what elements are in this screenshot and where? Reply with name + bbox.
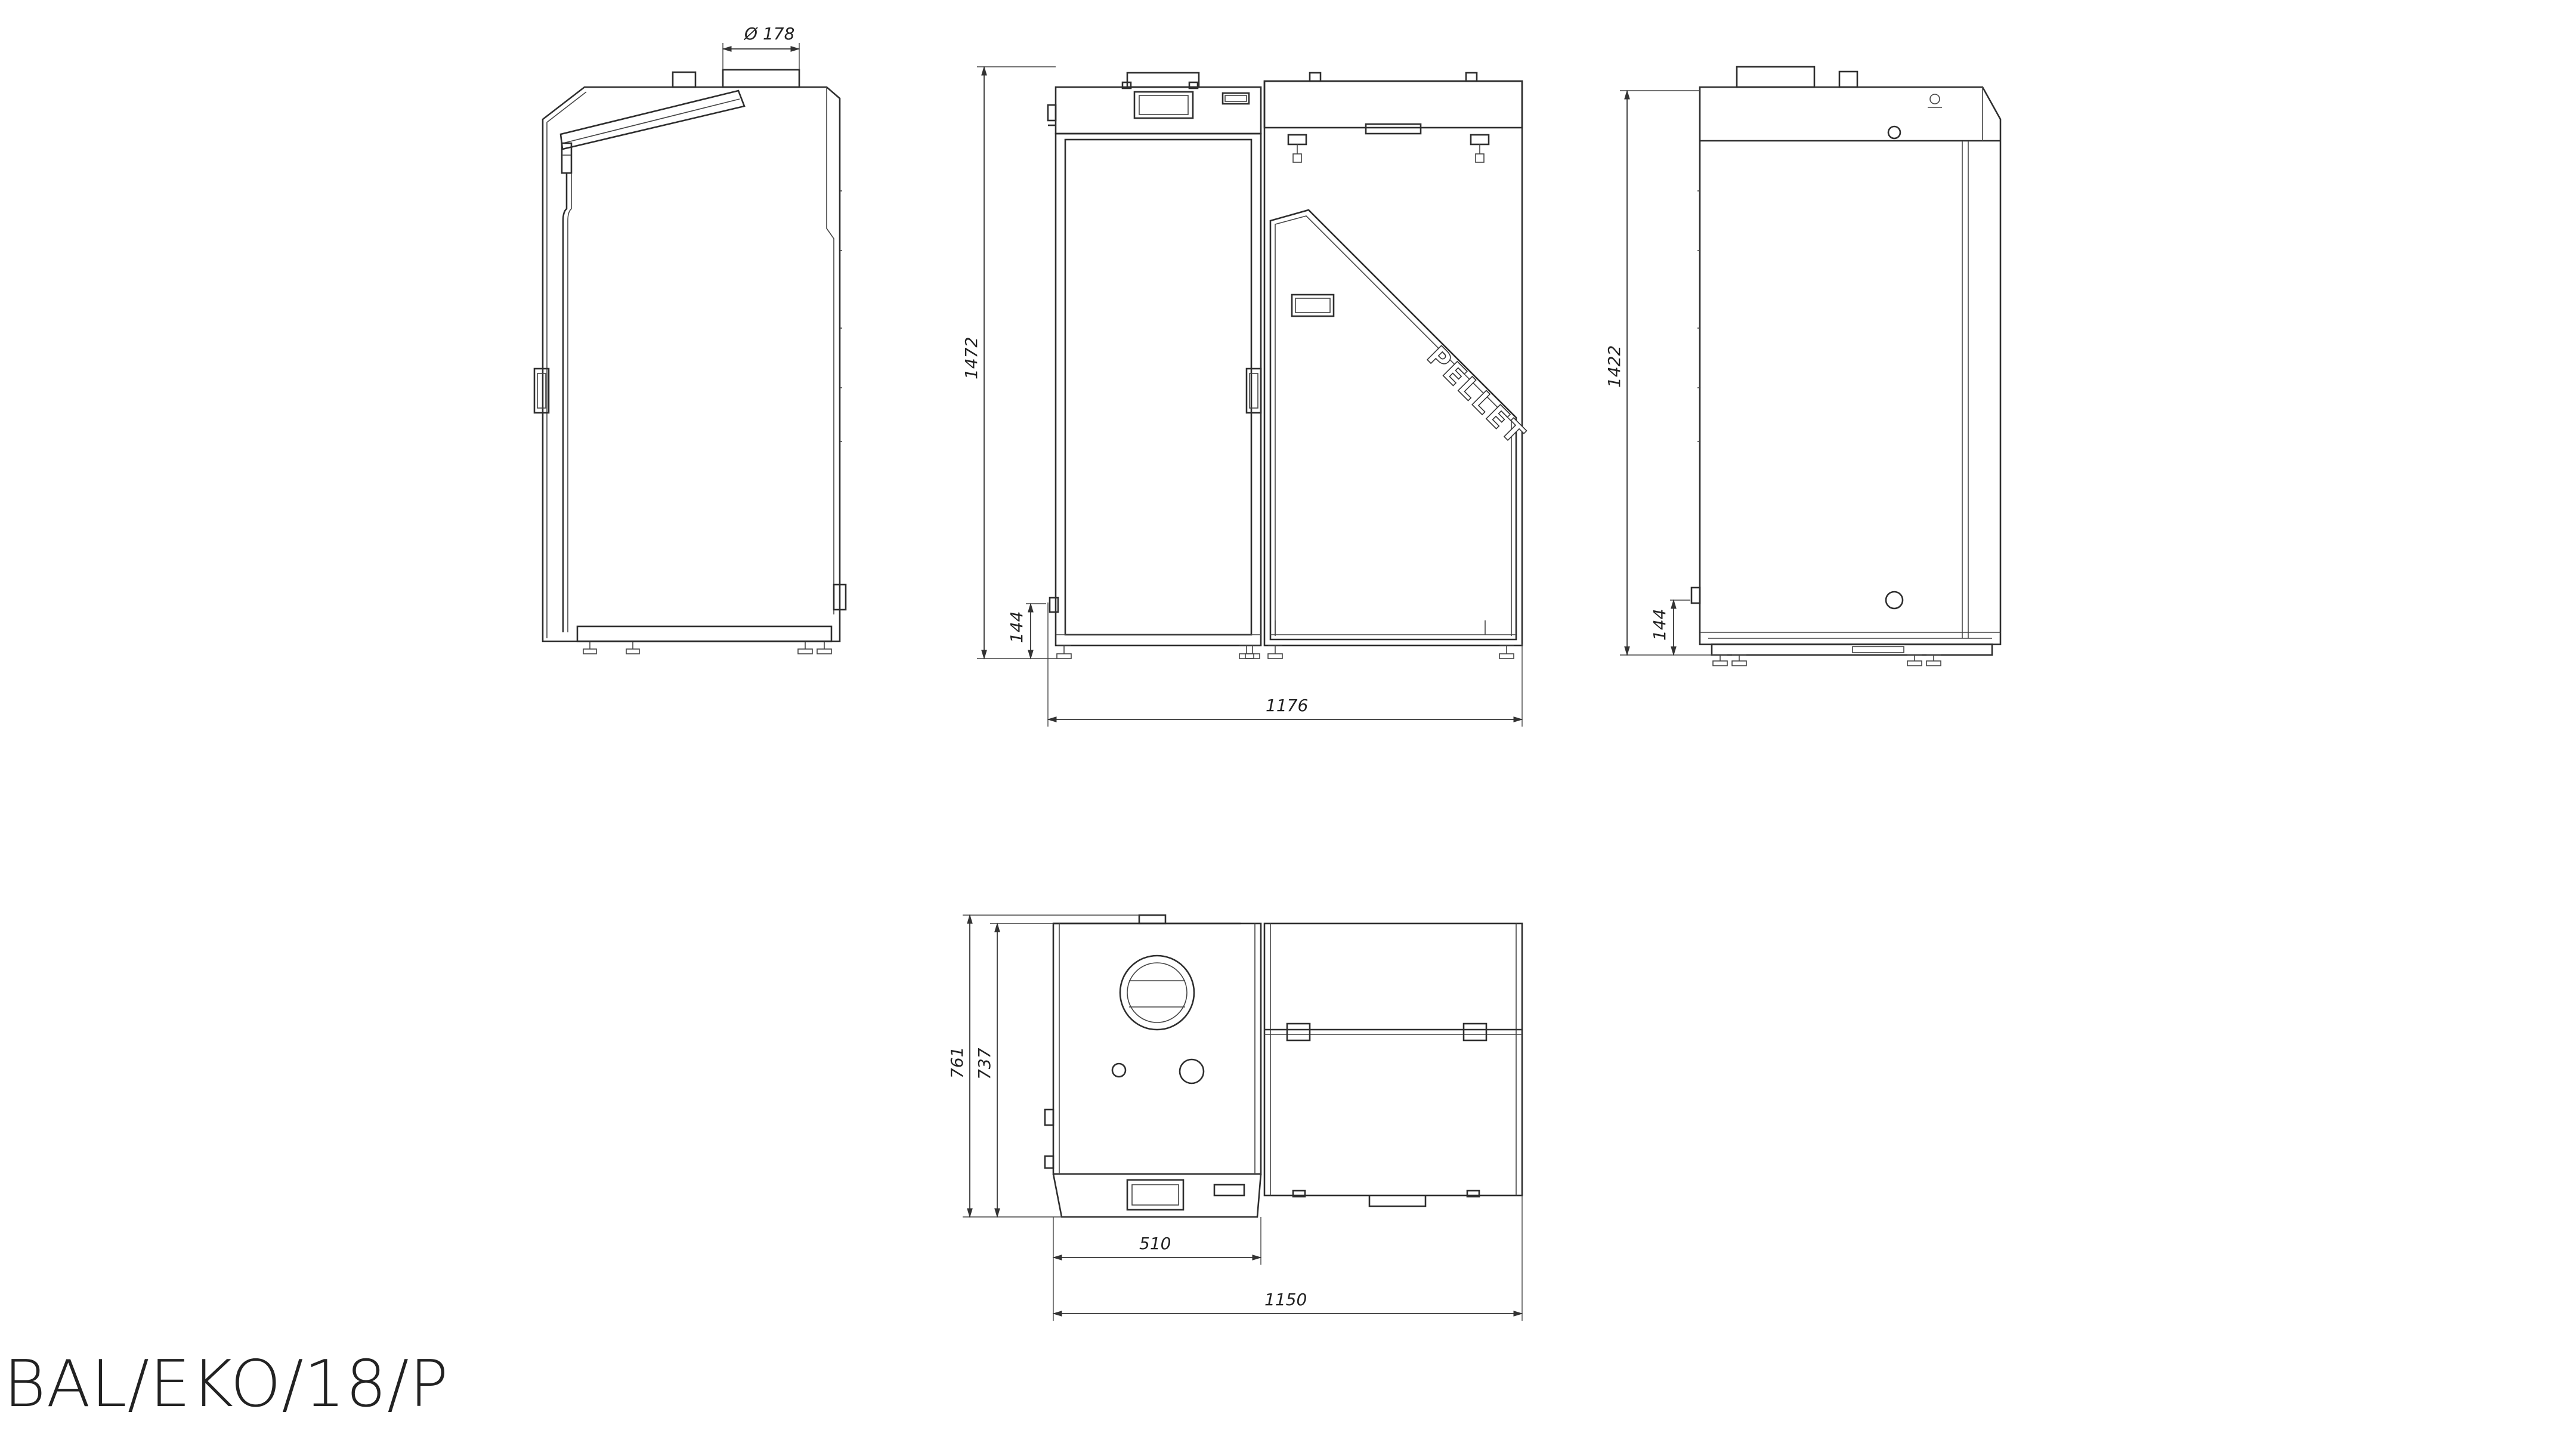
back-view-port-bottom [1885,591,1904,610]
top-view-port-small [1111,1062,1127,1078]
top-depth-body-label: 737 [975,1048,994,1080]
hopper-latch-left [1287,134,1307,146]
side-view-foot-rear [797,641,832,654]
flue-diameter-label: Ø 178 [744,24,794,44]
side-view-base [576,625,833,642]
back-view-feet [1712,654,1941,666]
front-view-top-panel [1054,86,1262,135]
side-view-connector [833,583,847,611]
back-view: 1422 144 [1604,66,2002,666]
back-view-sensor [1929,94,1940,104]
top-width-total-label: 1150 [1264,1290,1307,1309]
front-view-feet [1056,645,1254,659]
side-view-handle [533,367,550,414]
top-width-body-label: 510 [1139,1234,1171,1253]
front-view-handle [1245,367,1262,414]
top-view-hopper [1263,922,1523,1197]
front-view-door [1064,138,1253,636]
front-height-label: 1472 [961,337,981,379]
side-view-outline [542,86,841,642]
top-view-latch-left [1286,1022,1311,1042]
side-view-nozzle [672,71,697,88]
top-view-port-large [1179,1058,1205,1085]
top-view-latch-right [1462,1022,1488,1042]
hopper-window [1269,209,1517,641]
top-view-hopper-handle [1368,1195,1427,1207]
front-view-control-panel [1133,91,1194,119]
side-view-lid-hinge [562,98,740,144]
top-view-flue [1119,954,1195,1031]
top-depth-total-label: 761 [947,1047,967,1079]
hopper-pellet-label: PELLET [1421,340,1532,452]
side-view-door-edge [562,173,568,632]
top-view: 761 737 510 1150 [947,914,1523,1321]
back-view-base [1711,643,1993,656]
hopper-lid [1263,80,1523,129]
side-view: Ø 178 [533,24,847,654]
side-view-rear-edge [826,87,834,614]
top-view-front-panel [1052,1173,1262,1218]
front-view: PELLET 1472 144 1176 [961,66,1533,727]
back-view-nozzle [1838,70,1858,88]
back-view-flue-collar [1736,66,1816,88]
front-view-body [1054,132,1262,647]
front-view-flue-collar [1126,72,1200,88]
back-foot-height-label: 144 [1650,609,1669,641]
front-view-drain [1049,597,1059,613]
hopper-latch-right [1470,134,1490,146]
back-view-port-top [1887,125,1901,140]
side-view-foot-left [583,641,597,654]
front-view-display [1221,92,1250,105]
front-width-label: 1176 [1266,696,1308,715]
top-view-display [1213,1184,1245,1197]
side-view-flue-collar [722,69,800,88]
top-view-control-panel [1126,1179,1185,1211]
hopper-lid-handle [1365,123,1422,135]
back-view-outline [1699,86,2002,645]
model-code: BAL/EKO/18/P [4,1347,449,1422]
top-view-nozzle [1138,914,1167,925]
back-view-drain [1690,586,1701,604]
side-view-foot-right [626,641,640,654]
front-foot-height-label: 144 [1007,611,1026,643]
back-height-label: 1422 [1604,345,1624,388]
hopper-feet [1245,645,1514,659]
side-view-lid [559,89,746,150]
top-view-boiler [1052,922,1262,1175]
hopper-body [1263,80,1523,647]
hopper-sight-glass [1291,293,1335,317]
side-view-front-edge [546,91,587,638]
